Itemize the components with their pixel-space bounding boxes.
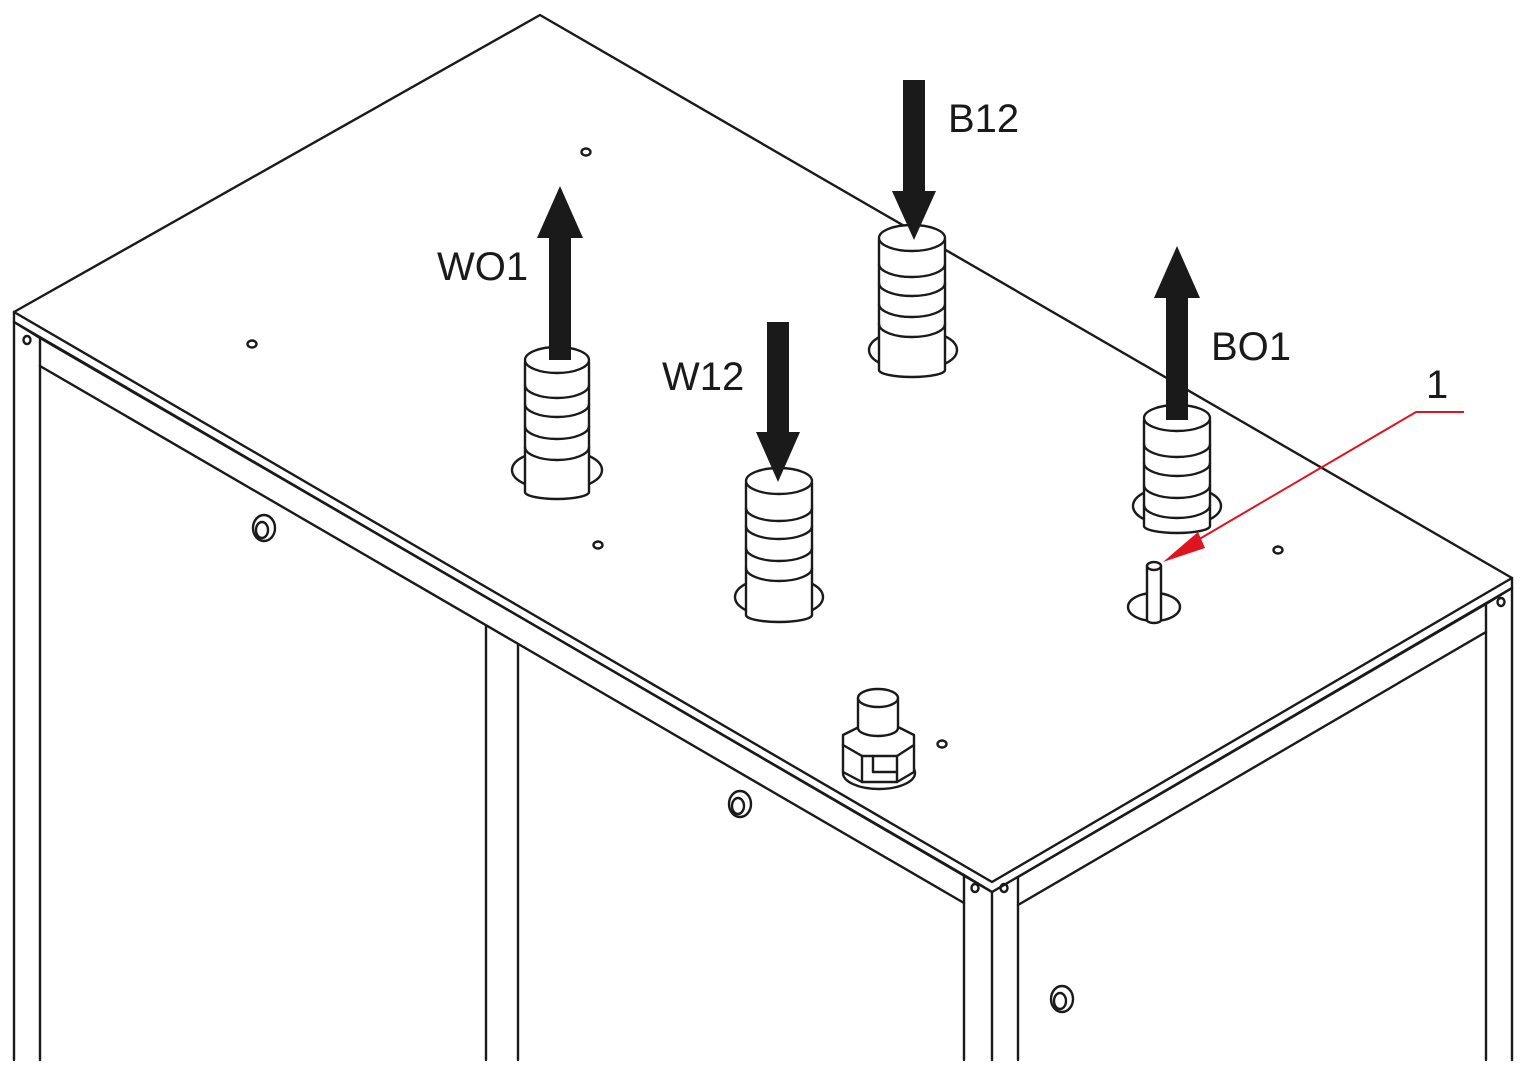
arrow-bo1-up: [1154, 246, 1200, 420]
label-bo1: BO1: [1211, 325, 1291, 369]
pipe-connection-wo1: [510, 345, 604, 501]
sensor-rod: [1126, 560, 1182, 625]
pipe-connection-bo1: [1131, 403, 1223, 535]
cabinet-frame-right: [1016, 586, 1514, 1062]
pipe-connection-w12: [733, 466, 825, 624]
hex-fitting: [841, 687, 917, 791]
cabinet-frame-left: [12, 320, 994, 1062]
frame-screw-holes: [22, 334, 1506, 894]
side-panel-latches: [251, 513, 1075, 1014]
top-panel-holes: [246, 147, 1284, 749]
arrow-b12-down: [892, 80, 936, 240]
label-wo1: WO1: [437, 245, 528, 289]
arrow-wo1-up: [537, 186, 583, 360]
callout-label-1: 1: [1426, 363, 1448, 407]
callout-leader-1: [1163, 411, 1464, 562]
pipe-connection-b12: [867, 223, 959, 379]
label-w12: W12: [662, 355, 744, 399]
arrow-w12-down: [756, 322, 800, 482]
label-b12: B12: [948, 97, 1019, 141]
